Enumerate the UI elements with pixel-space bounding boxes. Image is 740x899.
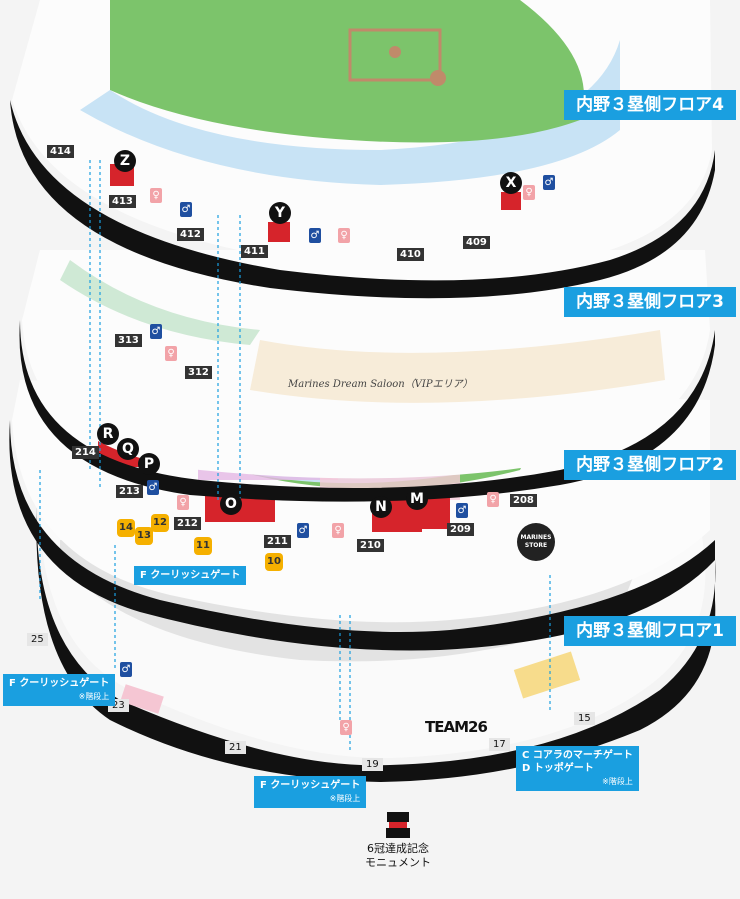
monument-icon: [386, 812, 410, 838]
restroom-men-icon: ♂: [150, 324, 162, 339]
section-414: 414: [47, 145, 74, 158]
monument-label-line1: 6冠達成記念: [367, 842, 429, 855]
section-413: 413: [109, 195, 136, 208]
marker-y: Y: [269, 202, 291, 224]
section-213: 213: [116, 485, 143, 498]
restroom-women-icon: ♀: [177, 495, 189, 510]
marker-p: P: [138, 453, 160, 475]
gate-cd-label: C コアラのマーチゲート D トッポゲート ※階段上: [516, 746, 639, 791]
floor-4-label: 内野３塁側フロア4: [564, 90, 736, 120]
section-211: 211: [264, 535, 291, 548]
floor-3-label: 内野３塁側フロア3: [564, 287, 736, 317]
restroom-women-icon: ♀: [338, 228, 350, 243]
gate-f-left-name: F クーリッシュゲート: [9, 678, 110, 689]
gate-f-floor2-label: F クーリッシュゲート: [134, 566, 247, 585]
section-214: 214: [72, 446, 99, 459]
gate-number-19: 19: [362, 758, 383, 771]
restroom-men-icon: ♂: [297, 523, 309, 538]
gate-f-left-note: ※階段上: [78, 692, 110, 701]
food-stand-14: 14: [117, 519, 135, 537]
restroom-women-icon: ♀: [332, 523, 344, 538]
restroom-women-icon: ♀: [150, 188, 162, 203]
restroom-women-icon: ♀: [523, 185, 535, 200]
monument-label-line2: モニュメント: [365, 856, 431, 869]
gate-f-floor2-name: F クーリッシュゲート: [140, 570, 241, 581]
marker-r: R: [97, 423, 119, 445]
floor-4-ring: [10, 0, 715, 299]
gate-number-15: 15: [574, 712, 595, 725]
gate-f-bottom-label: F クーリッシュゲート ※階段上: [254, 776, 367, 808]
team26-logo: TEAM26: [425, 718, 488, 736]
food-stand-11: 11: [194, 537, 212, 555]
gate-f-bottom-name: F クーリッシュゲート: [260, 780, 361, 791]
marker-n: N: [370, 496, 392, 518]
floor-2-label: 内野３塁側フロア2: [564, 450, 736, 480]
restroom-men-icon: ♂: [180, 202, 192, 217]
restroom-women-icon: ♀: [340, 720, 352, 735]
restroom-men-icon: ♂: [309, 228, 321, 243]
gate-d-name: D トッポゲート: [522, 763, 594, 774]
floor-3-ring: [19, 250, 715, 502]
gate-number-17: 17: [489, 738, 510, 751]
gate-cd-note: ※階段上: [602, 777, 633, 786]
restroom-men-icon: ♂: [543, 175, 555, 190]
marker-m: M: [406, 488, 428, 510]
floor-1-label: 内野３塁側フロア1: [564, 616, 736, 646]
gate-c-name: C コアラのマーチゲート: [522, 750, 633, 761]
marines-store-logo: MARINES STORE: [517, 523, 555, 561]
escalator-connectors: [39, 160, 551, 750]
section-212: 212: [174, 517, 201, 530]
food-stand-12: 12: [151, 514, 169, 532]
gate-number-25: 25: [27, 633, 48, 646]
restroom-men-icon: ♂: [120, 662, 132, 677]
gate-f-bottom-note: ※階段上: [329, 794, 361, 803]
marker-z: Z: [114, 150, 136, 172]
vip-area-label: Marines Dream Saloon（VIPエリア）: [288, 379, 473, 390]
marker-q: Q: [117, 438, 139, 460]
monument-label: 6冠達成記念 モニュメント: [350, 842, 446, 870]
marker-o: O: [220, 493, 242, 515]
section-313: 313: [115, 334, 142, 347]
restroom-men-icon: ♂: [456, 503, 468, 518]
food-stand-10: 10: [265, 553, 283, 571]
section-209: 209: [447, 523, 474, 536]
section-412: 412: [177, 228, 204, 241]
section-210: 210: [357, 539, 384, 552]
food-stand-13: 13: [135, 527, 153, 545]
section-312: 312: [185, 366, 212, 379]
section-410: 410: [397, 248, 424, 261]
restroom-men-icon: ♂: [147, 480, 159, 495]
gate-number-21: 21: [225, 741, 246, 754]
gate-f-left-label: F クーリッシュゲート ※階段上: [3, 674, 116, 706]
section-208: 208: [510, 494, 537, 507]
restroom-women-icon: ♀: [165, 346, 177, 361]
restroom-women-icon: ♀: [487, 492, 499, 507]
section-411: 411: [241, 245, 268, 258]
section-409: 409: [463, 236, 490, 249]
marker-x: X: [500, 172, 522, 194]
